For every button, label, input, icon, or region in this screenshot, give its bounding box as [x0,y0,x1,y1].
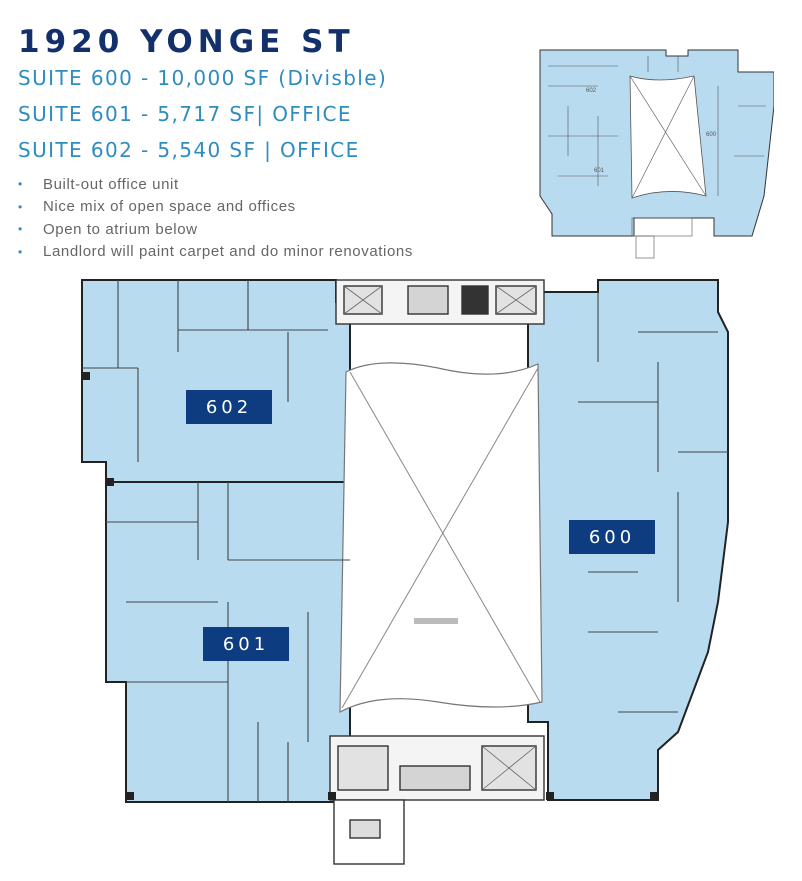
bullet-icon: • [18,177,23,192]
columns [82,372,658,800]
suite-601-heading: SUITE 601 - 5,717 SF| OFFICE [18,102,352,126]
suite-600-heading: SUITE 600 - 10,000 SF (Divisble) [18,66,388,90]
feature-item: •Built-out office unit [18,175,179,193]
interior-walls [82,280,728,802]
bullet-icon: • [18,199,23,214]
floor-plan [81,279,729,865]
suite-601-label: 601 [203,627,289,661]
thumb-label-601: 601 [594,168,605,174]
top-core [335,279,545,325]
property-title: 1920 YONGE ST [18,24,355,60]
suite-602-label: 602 [186,390,272,424]
suite-600-label: 600 [569,520,655,554]
suite-602-heading: SUITE 602 - 5,540 SF | OFFICE [18,138,360,162]
key-plan-thumbnail: 600 601 602 [538,46,774,260]
feature-list: •Built-out office unit •Nice mix of open… [18,173,413,263]
thumb-label-600: 600 [706,132,717,138]
bullet-icon: • [18,244,23,259]
feature-item: •Open to atrium below [18,220,198,238]
atrium-cross-lines [341,367,541,709]
suite-602-area [81,279,351,483]
bottom-core [329,735,545,865]
feature-item: •Nice mix of open space and offices [18,198,296,216]
thumb-label-602: 602 [586,88,597,94]
feature-item: •Landlord will paint carpet and do minor… [18,243,413,261]
bullet-icon: • [18,222,23,237]
